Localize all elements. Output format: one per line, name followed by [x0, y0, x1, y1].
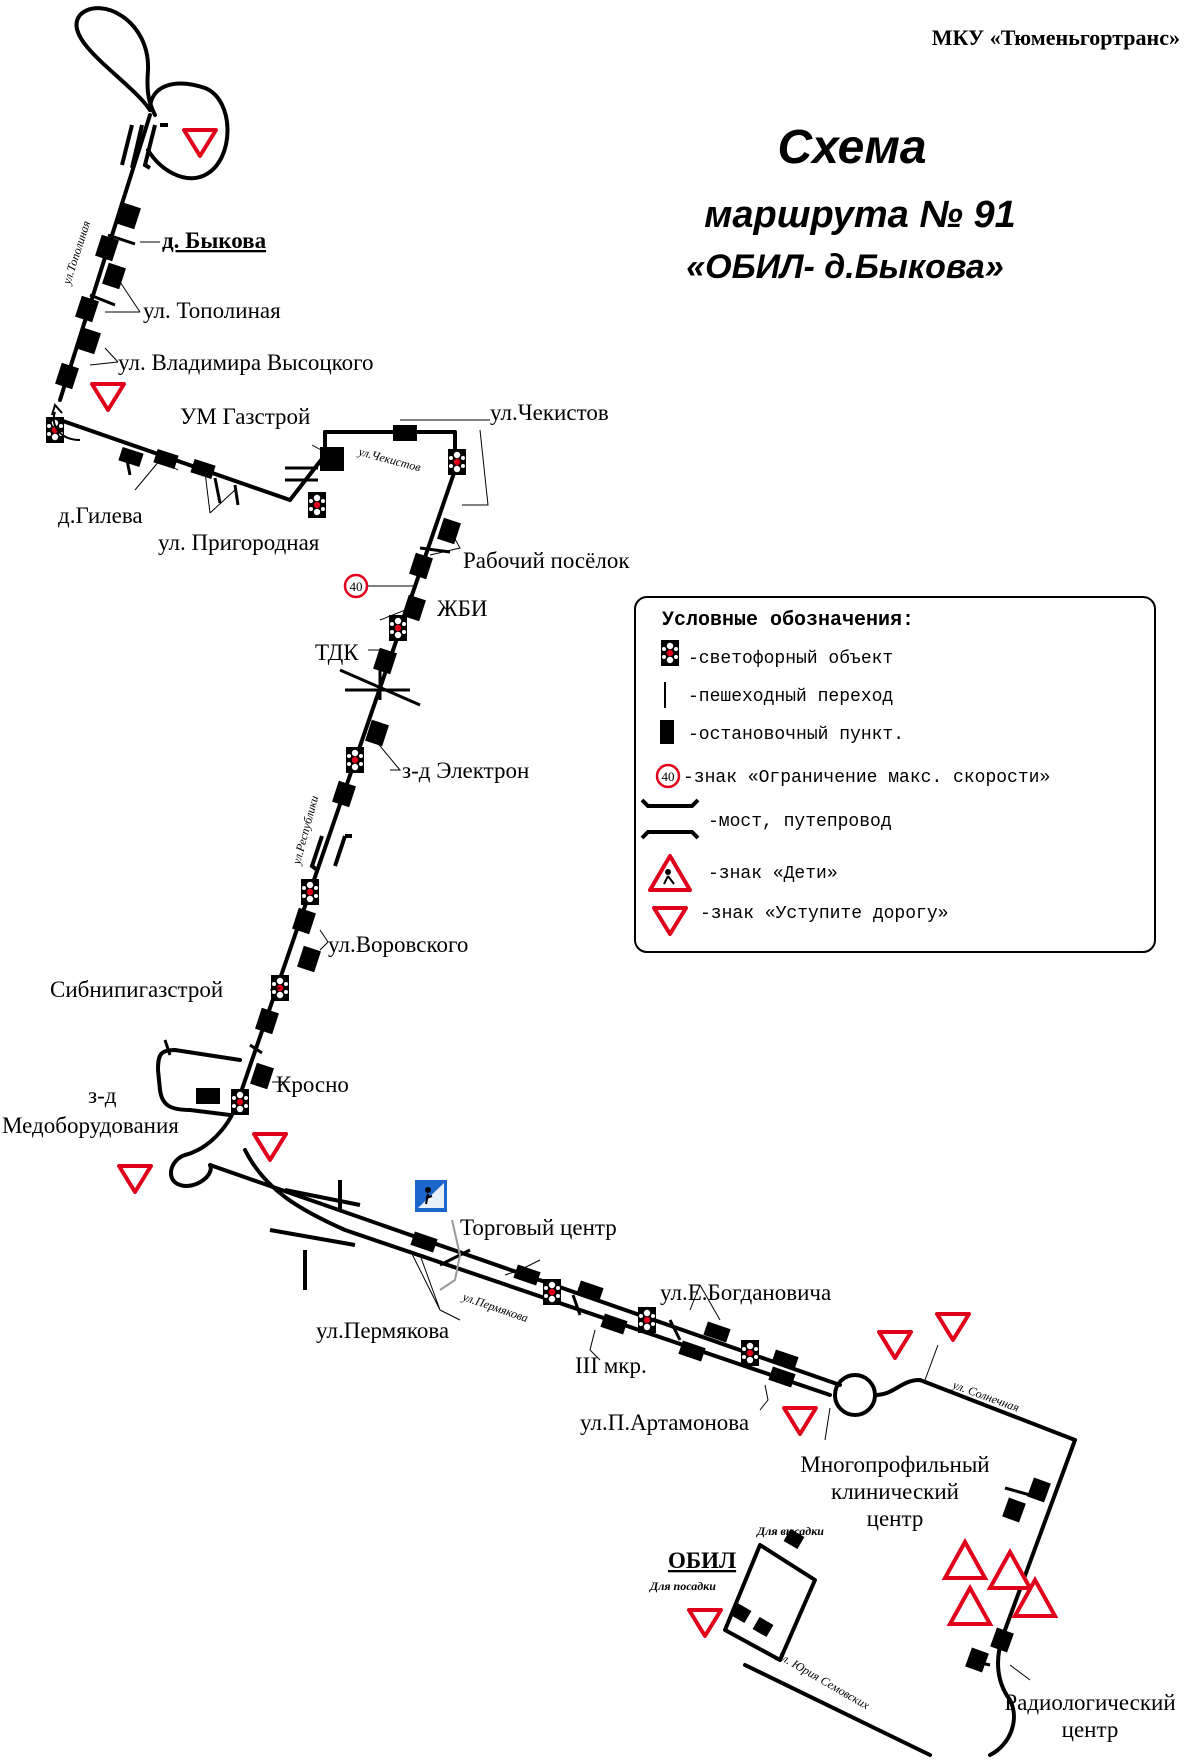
speed-limit-legend-icon: 40 [655, 763, 681, 789]
bridge-icon [640, 798, 700, 840]
street-topolinaya: ул.Тополиная [59, 218, 93, 286]
stop-artamonova: ул.П.Артамонова [580, 1410, 749, 1435]
children-signs [941, 1537, 1059, 1626]
street-permyakova: ул.Пермякова [460, 1289, 530, 1325]
legend-item-2: -остановочный пункт. [688, 725, 904, 745]
legend-item-5: -знак «Дети» [708, 864, 838, 884]
legend: Условные обозначения: -светофорный объек… [634, 596, 1156, 953]
stop-mkc-3: центр [867, 1506, 924, 1531]
stop-vorovskogo: ул.Воровского [328, 932, 468, 957]
stop-bykova: д. Быкова [162, 228, 267, 253]
stop-vysotskogo: ул. Владимира Высоцкого [118, 350, 374, 375]
legend-item-1: -пешеходный переход [688, 687, 893, 707]
leader-lines [89, 241, 1031, 1681]
legend-item-3: -знак «Ограничение макс. скорости» [683, 768, 1050, 788]
yield-sign-icon [652, 906, 688, 936]
stop-radio-1: Радиологический [1004, 1690, 1175, 1715]
stop-um-gazstroy: УМ Газстрой [180, 404, 310, 429]
label-dlya-posadki: Для посадки [649, 1579, 716, 1593]
stop-tdk: ТДК [315, 640, 359, 665]
stop-gileva: д.Гилева [58, 503, 143, 528]
arrowhead-icon [51, 402, 63, 416]
label-dlya-vysadki: Для высадки [756, 1524, 824, 1538]
stop-iii-mkr: III мкр. [575, 1353, 647, 1378]
map-title: Схема [777, 121, 926, 174]
legend-title: Условные обозначения: [662, 609, 914, 632]
stop-rabochiy: Рабочий посёлок [463, 548, 630, 573]
stop-zhbi: ЖБИ [437, 596, 487, 621]
bridge-marks [120, 123, 361, 1290]
stop-bogdanovicha: ул.Е.Богдановича [660, 1280, 831, 1305]
traffic-light-icon [661, 640, 679, 666]
direction-arrow-icon [52, 411, 81, 441]
stop-prigorodnaya: ул. Пригородная [158, 530, 320, 555]
legend-item-6: -знак «Уступите дорогу» [700, 904, 948, 924]
stop-mkc-1: Многопрофильный [800, 1452, 989, 1477]
stop-krosno: Кросно [276, 1072, 349, 1097]
children-sign-icon [648, 854, 692, 892]
speed-limit-icon: 40 [343, 573, 415, 599]
map-subtitle: маршрута № 91 [704, 194, 1015, 236]
legend-item-4: -мост, путепровод [708, 812, 892, 832]
pedestrian-crossing-sign-icon [415, 1180, 462, 1291]
stop-obil: ОБИЛ [668, 1548, 736, 1573]
stop-elektron: з-д Электрон [402, 758, 529, 783]
svg-text:40: 40 [350, 579, 363, 594]
stop-topolinaya: ул. Тополиная [143, 298, 281, 323]
stop-sibnipi: Сибнипигазстрой [50, 977, 223, 1002]
route-name: «ОБИЛ- д.Быкова» [686, 248, 1004, 286]
stop-chekistov: ул.Чекистов [490, 400, 609, 425]
bus-stop-icon [660, 720, 674, 744]
stop-torgovy: Торговый центр [460, 1215, 617, 1240]
legend-item-0: -светофорный объект [688, 648, 893, 669]
stop-mkc-2: клинический [831, 1479, 959, 1504]
stop-permyakova: ул.Пермякова [316, 1318, 449, 1343]
stop-medob-1: з-д [88, 1083, 117, 1108]
legend-box [634, 596, 1156, 953]
org-name: МКУ «Тюменьгортранс» [932, 25, 1180, 50]
street-chekistov: ул.Чекистов [356, 444, 422, 474]
svg-text:40: 40 [662, 769, 675, 784]
bus-stops [55, 202, 1051, 1673]
stop-labels: д. Быкова ул. Тополиная ул. Владимира Вы… [2, 228, 1176, 1742]
stop-radio-2: центр [1062, 1717, 1119, 1742]
stop-medob-2: Медоборудования [2, 1113, 179, 1138]
